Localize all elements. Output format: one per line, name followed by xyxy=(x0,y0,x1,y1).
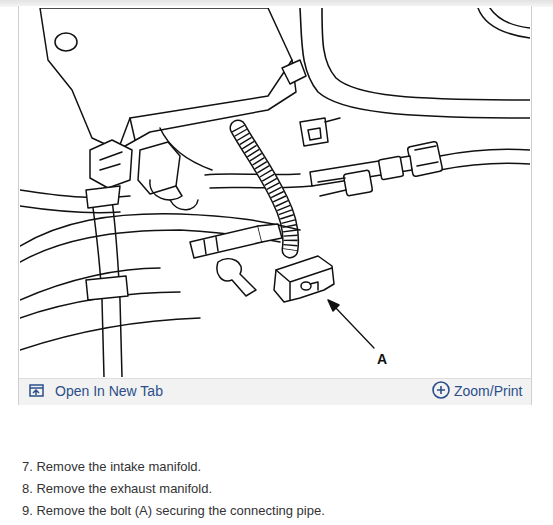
step-text: 8. Remove the exhaust manifold. xyxy=(22,481,212,496)
step-text: 9. Remove the bolt (A) securing the conn… xyxy=(22,503,325,518)
step-text: 7. Remove the intake manifold. xyxy=(22,459,201,474)
toolbar-link: Open In New Tab xyxy=(55,383,163,399)
callout-letter: A xyxy=(377,351,387,367)
toolbar-link: Zoom/Print xyxy=(454,383,522,399)
zoom-icon xyxy=(433,382,449,398)
open-tab-icon xyxy=(30,385,43,396)
